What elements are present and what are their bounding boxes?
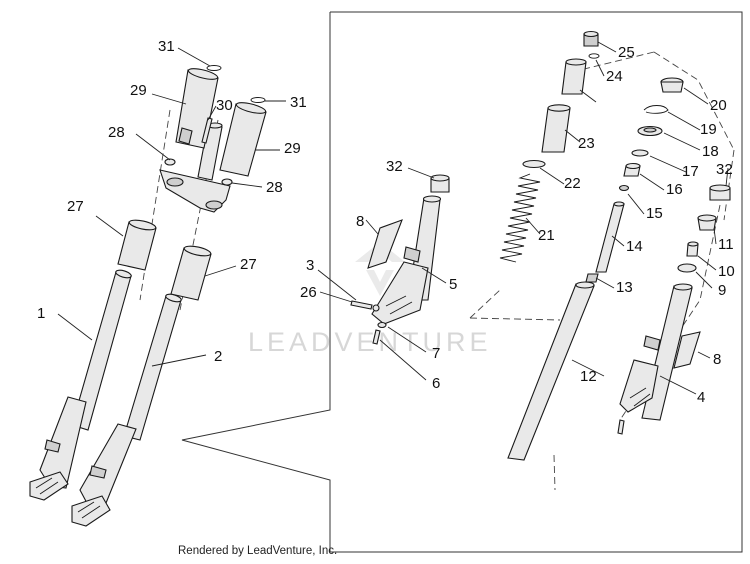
fork-assembly-overview (29, 47, 286, 527)
fork-slider-right (79, 423, 137, 509)
callout-labels: 1 2 3 4 5 6 7 8 8 9 10 11 12 13 14 15 16… (37, 38, 735, 406)
callout-11: 11 (718, 236, 734, 253)
lower-leg-detail (317, 167, 450, 381)
bolt-30 (201, 117, 213, 144)
footer-credit: Rendered by LeadVenture, Inc. (178, 545, 338, 557)
o-ring-31 (206, 65, 222, 71)
callout-15: 15 (646, 205, 663, 222)
washer-7 (377, 321, 387, 329)
callout-7: 7 (432, 345, 440, 362)
bumper-13 (585, 273, 599, 283)
callout-29: 29 (284, 140, 301, 157)
callout-16: 16 (666, 181, 683, 198)
washer-28 (164, 158, 176, 166)
internals-detail (469, 30, 735, 491)
washer-17 (631, 149, 649, 157)
callout-9: 9 (718, 282, 726, 299)
bolt-26 (350, 300, 373, 310)
bolt-6 (372, 329, 381, 345)
callout-14: 14 (626, 238, 643, 255)
o-ring-31 (250, 97, 266, 103)
callout-17: 17 (682, 163, 699, 180)
fork-cover-right (219, 103, 267, 177)
callout-19: 19 (700, 121, 717, 138)
callout-28: 28 (108, 124, 125, 141)
callout-27: 27 (240, 256, 257, 273)
bolt-4 (617, 419, 625, 435)
callout-32: 32 (716, 161, 733, 178)
callout-6: 6 (432, 375, 440, 392)
callout-25: 25 (618, 44, 635, 61)
spacer-23 (541, 107, 571, 153)
callout-30: 30 (216, 97, 233, 114)
guard-8 (673, 331, 701, 369)
callout-20: 20 (710, 97, 727, 114)
guard-8 (367, 219, 403, 269)
callout-21: 21 (538, 227, 555, 244)
callout-26: 26 (300, 284, 317, 301)
callout-31: 31 (290, 94, 307, 111)
alignment-line (139, 109, 171, 301)
callout-2: 2 (214, 348, 222, 365)
callout-12: 12 (580, 368, 597, 385)
o-ring-24 (588, 53, 600, 59)
watermark-text: LEADVENTURE (248, 327, 492, 357)
callout-8: 8 (713, 351, 721, 368)
callout-28: 28 (266, 179, 283, 196)
callout-22: 22 (564, 175, 581, 192)
nut-15 (618, 184, 630, 192)
callout-3: 3 (306, 257, 314, 274)
detail-frame (181, 11, 743, 553)
washer-28 (221, 178, 233, 186)
callout-18: 18 (702, 143, 719, 160)
callout-27: 27 (67, 198, 84, 215)
callout-24: 24 (606, 68, 623, 85)
callout-5: 5 (449, 276, 457, 293)
fork-tube-right (123, 295, 182, 441)
callout-32: 32 (386, 158, 403, 175)
callout-31: 31 (158, 38, 175, 55)
washer-3 (372, 304, 380, 312)
spacer-33 (561, 61, 587, 95)
callout-8: 8 (356, 213, 364, 230)
washer-22 (522, 159, 546, 169)
callout-23: 23 (578, 135, 595, 152)
callout-10: 10 (718, 263, 735, 280)
callout-29: 29 (130, 82, 147, 99)
damper-rod-14 (595, 203, 625, 273)
seal-9 (677, 263, 697, 273)
callout-13: 13 (616, 279, 633, 296)
callout-1: 1 (37, 305, 45, 322)
spring-21 (499, 173, 541, 263)
circlip-19 (643, 105, 669, 114)
callout-4: 4 (697, 389, 705, 406)
